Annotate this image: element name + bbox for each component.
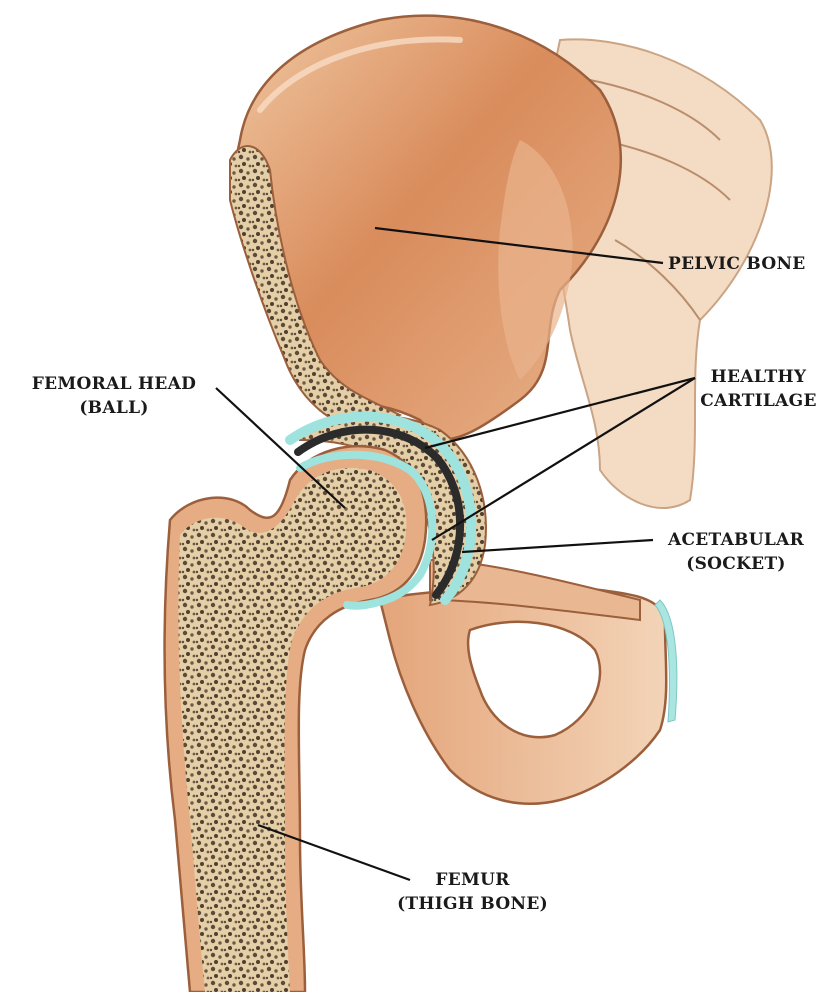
label-femur-line1: FEMUR bbox=[380, 868, 565, 892]
label-femur: FEMUR (THIGH BONE) bbox=[380, 868, 565, 916]
label-pelvic-bone: PELVIC BONE bbox=[668, 252, 806, 276]
label-pelvic-bone-line1: PELVIC BONE bbox=[668, 252, 806, 276]
label-femoral-head: FEMORAL HEAD (BALL) bbox=[8, 372, 220, 420]
label-acetabular: ACETABULAR (SOCKET) bbox=[646, 528, 826, 576]
leader-acetabular bbox=[462, 540, 653, 552]
label-femoral-head-line2: (BALL) bbox=[8, 396, 220, 420]
label-femur-line2: (THIGH BONE) bbox=[380, 892, 565, 916]
pelvic-bone bbox=[230, 16, 621, 440]
label-femoral-head-line1: FEMORAL HEAD bbox=[8, 372, 220, 396]
label-acetabular-line2: (SOCKET) bbox=[646, 552, 826, 576]
label-healthy-cartilage: HEALTHY CARTILAGE bbox=[686, 365, 831, 413]
ischium-pubis bbox=[380, 560, 677, 804]
label-healthy-cartilage-line2: CARTILAGE bbox=[686, 389, 831, 413]
label-acetabular-line1: ACETABULAR bbox=[646, 528, 826, 552]
label-healthy-cartilage-line1: HEALTHY bbox=[686, 365, 831, 389]
